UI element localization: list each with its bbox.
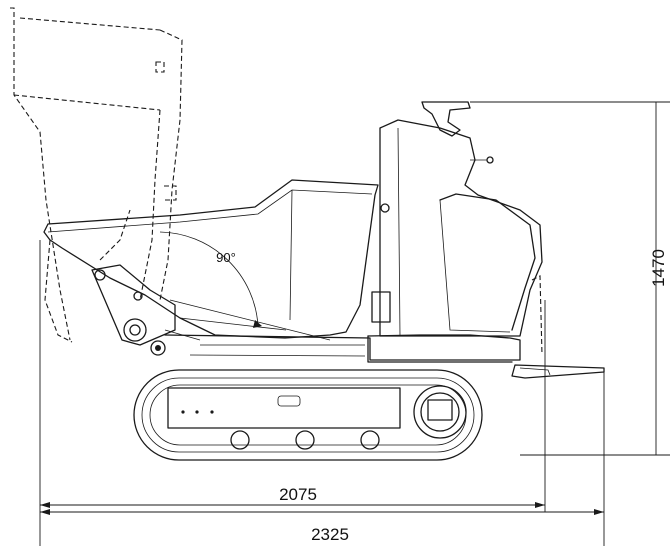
engine-housing — [379, 119, 543, 337]
control-handle — [421, 101, 471, 137]
track-length-label: 2075 — [279, 485, 317, 504]
angle-arc — [159, 231, 259, 327]
overall-height-label: 1470 — [649, 249, 668, 287]
tilt-angle-label: 90° — [216, 250, 236, 265]
overall-length-label: 2325 — [311, 525, 349, 544]
skip-bucket — [43, 179, 379, 339]
raised-skip-outline — [10, 7, 543, 356]
chassis — [164, 334, 521, 361]
dumper-body — [43, 101, 605, 379]
dimension-lines — [39, 101, 670, 546]
crawler-track — [133, 369, 483, 461]
skip-arm — [91, 264, 176, 346]
front-step — [511, 364, 605, 379]
